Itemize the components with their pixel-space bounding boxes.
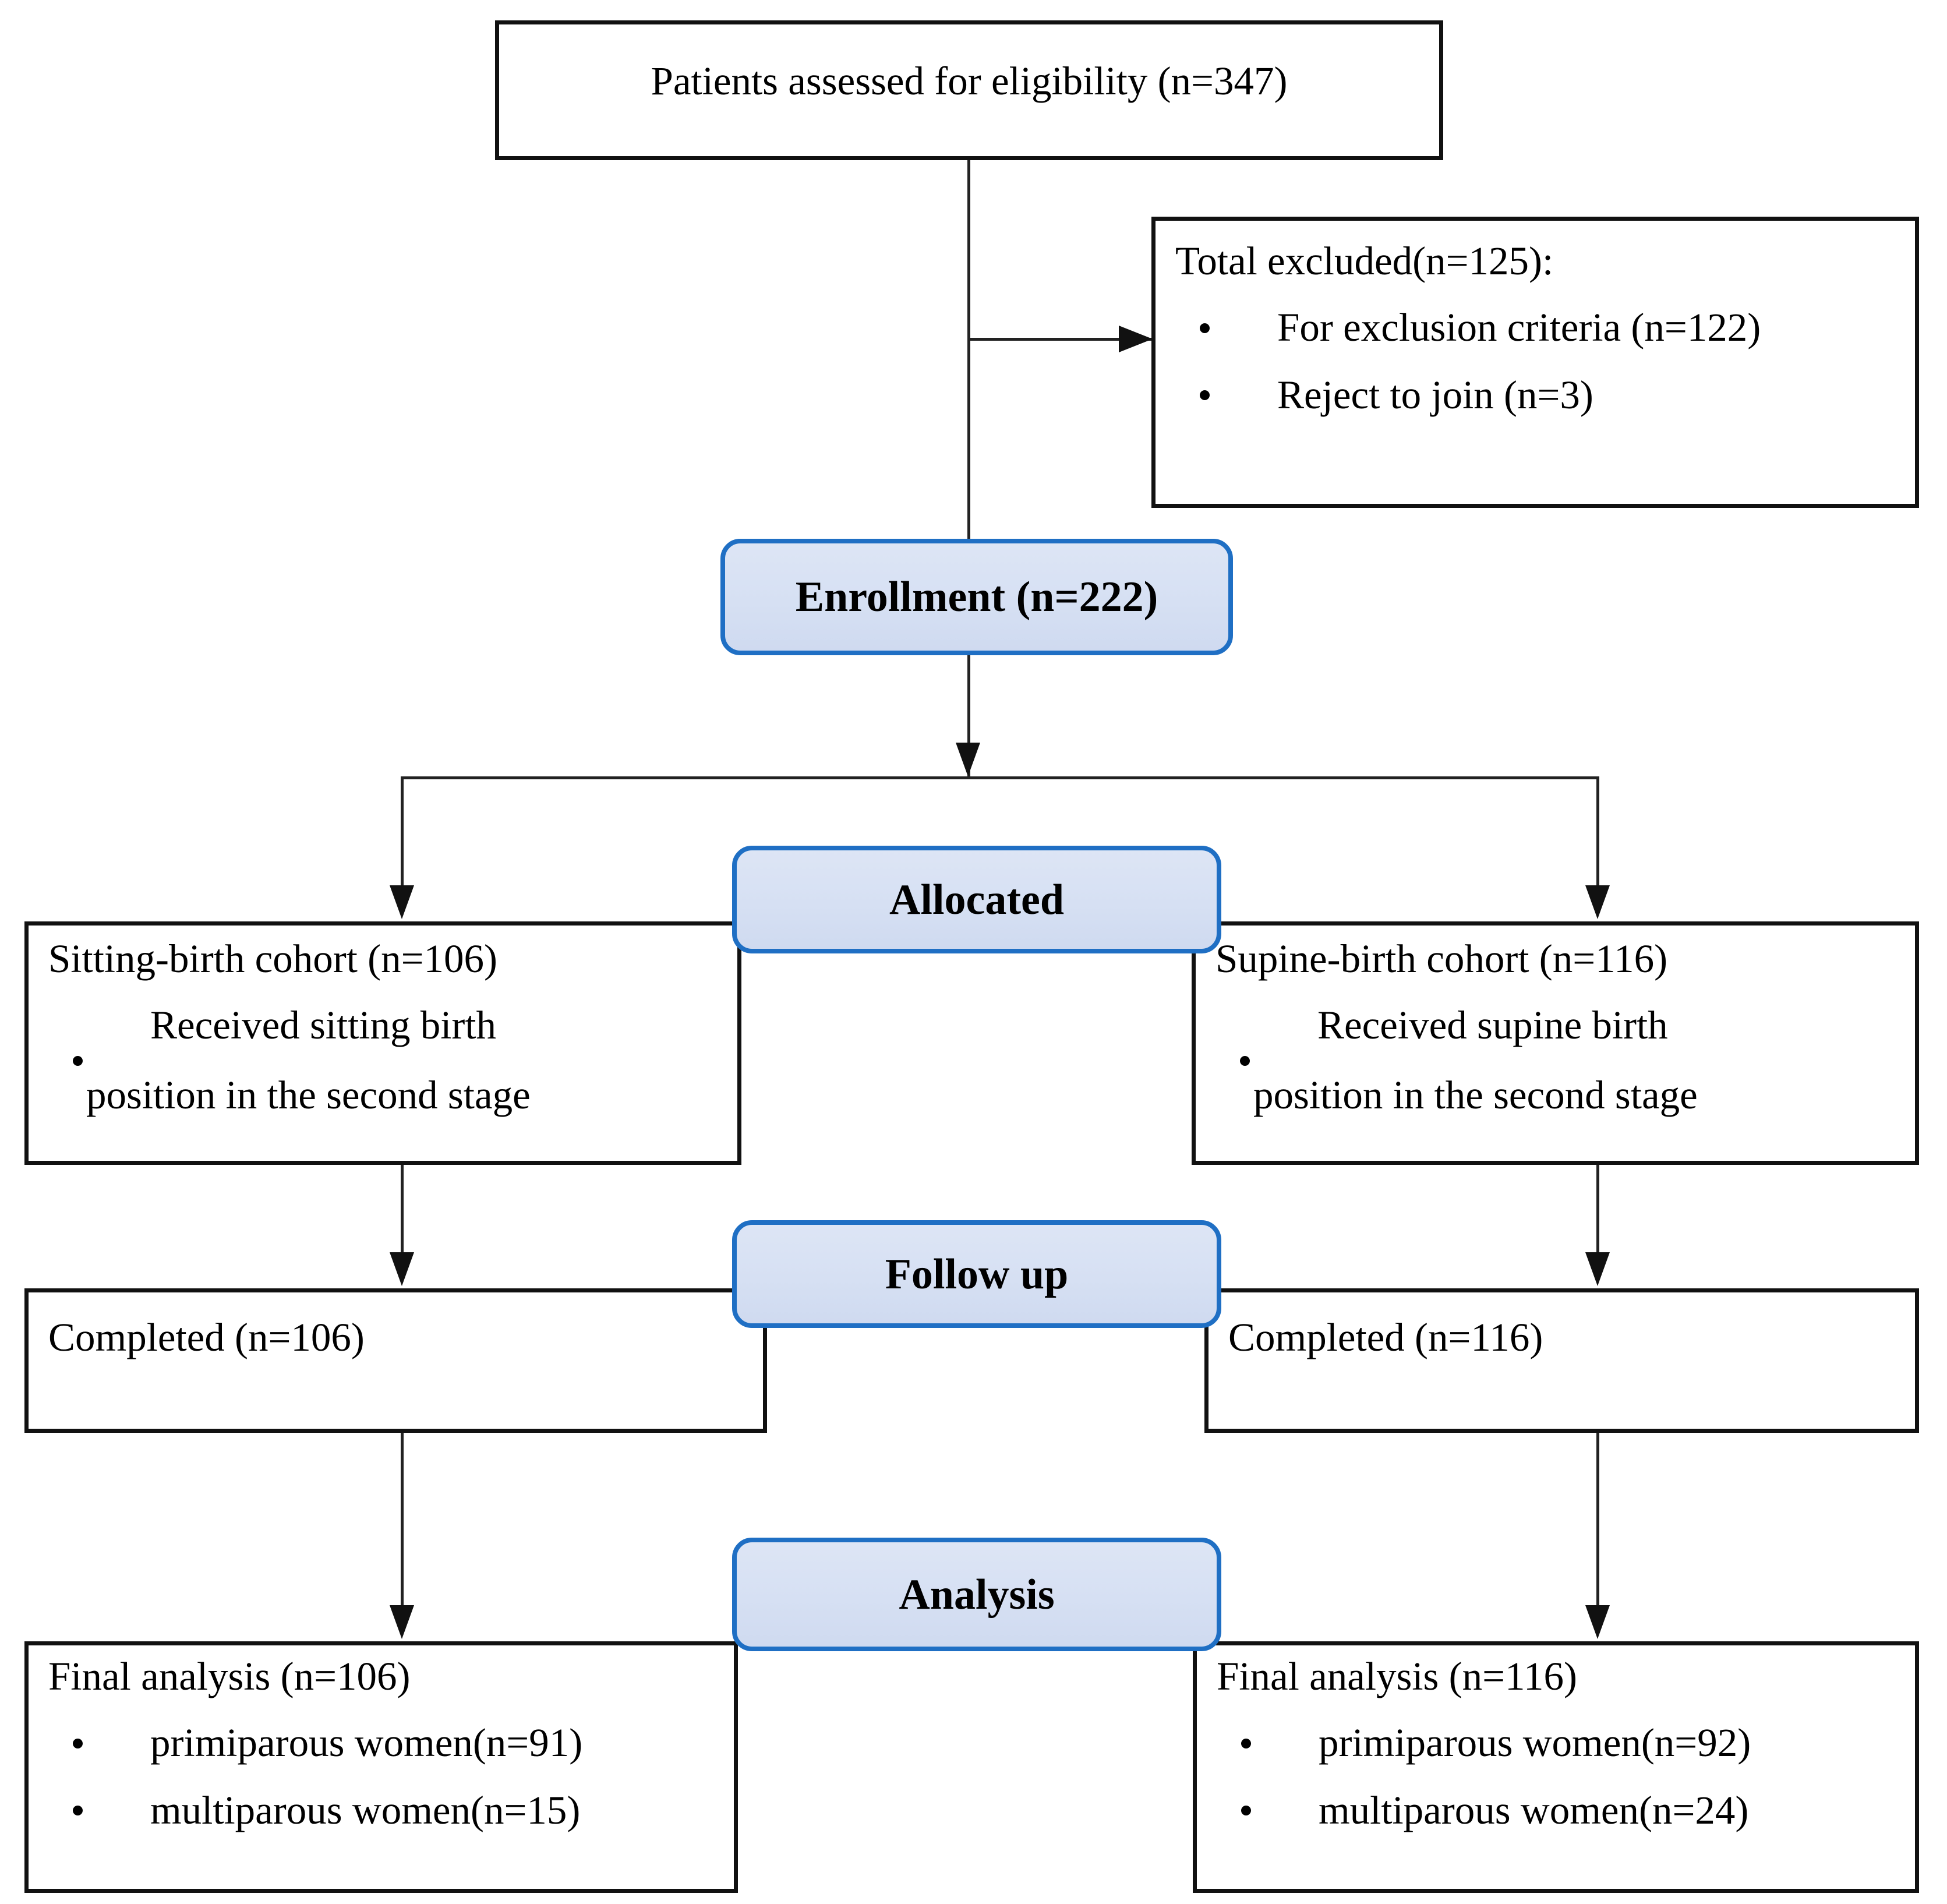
excluded-item-0: For exclusion criteria (n=122) — [1277, 305, 1761, 349]
node-final-analysis-sitting: Final analysis (n=106) primiparous women… — [24, 1641, 738, 1893]
list-item: primiparous women(n=91) — [48, 1717, 714, 1769]
arrow-split-left-icon — [390, 885, 414, 919]
total-excluded-heading: Total excluded(n=125): — [1175, 239, 1554, 283]
arrow-to-excluded-icon — [1119, 326, 1153, 352]
arrow-right-alloc-down-icon — [1585, 1252, 1610, 1286]
allocated-pill-label: Allocated — [889, 875, 1065, 924]
bullet-dot-icon — [1200, 323, 1210, 333]
node-allocated-sitting: Sitting-birth cohort (n=106) Received si… — [24, 921, 741, 1165]
connector-enrollment-stem — [967, 655, 970, 778]
excluded-item-1: Reject to join (n=3) — [1277, 372, 1593, 417]
connector-split-left-drop — [401, 776, 404, 887]
analysis-right-list: primiparous women(n=92) multiparous wome… — [1217, 1717, 1895, 1836]
connector-left-alloc-to-completed — [401, 1165, 404, 1255]
allocated-right-bullet-line2: position in the second stage — [1253, 1072, 1698, 1117]
allocated-right-bullet-line1: Received supine birth — [1317, 1002, 1668, 1047]
node-final-analysis-supine: Final analysis (n=116) primiparous women… — [1193, 1641, 1919, 1893]
analysis-pill-label: Analysis — [899, 1570, 1055, 1619]
bullet-dot-icon — [73, 1806, 83, 1816]
stage-pill-enrollment: Enrollment (n=222) — [720, 539, 1233, 655]
completed-right-text: Completed (n=116) — [1228, 1315, 1543, 1359]
allocated-left-list: Received sitting birth position in the s… — [48, 999, 718, 1121]
bullet-dot-icon — [1200, 390, 1210, 401]
list-item: Received sitting birth position in the s… — [48, 999, 718, 1121]
node-patients-assessed: Patients assessed for eligibility (n=347… — [495, 20, 1443, 160]
allocated-left-heading: Sitting-birth cohort (n=106) — [48, 937, 497, 981]
connector-split-bar — [401, 776, 1599, 779]
analysis-left-item-0: primiparous women(n=91) — [150, 1720, 583, 1765]
stage-pill-allocated: Allocated — [732, 846, 1221, 953]
list-item: Received supine birth position in the se… — [1215, 999, 1895, 1121]
list-item: Reject to join (n=3) — [1175, 369, 1895, 422]
node-total-excluded: Total excluded(n=125): For exclusion cri… — [1151, 217, 1919, 508]
arrow-left-alloc-down-icon — [390, 1252, 414, 1286]
list-item: primiparous women(n=92) — [1217, 1717, 1895, 1769]
arrow-left-analysis-down-icon — [390, 1605, 414, 1639]
arrow-split-right-icon — [1585, 885, 1610, 919]
bullet-dot-icon — [1241, 1806, 1251, 1816]
node-allocated-supine: Supine-birth cohort (n=116) Received sup… — [1192, 921, 1919, 1165]
arrow-right-analysis-down-icon — [1585, 1605, 1610, 1639]
enrollment-pill-label: Enrollment (n=222) — [795, 573, 1158, 621]
allocated-right-list: Received supine birth position in the se… — [1215, 999, 1895, 1121]
allocated-right-heading: Supine-birth cohort (n=116) — [1215, 937, 1668, 981]
patients-assessed-text: Patients assessed for eligibility (n=347… — [651, 59, 1288, 103]
followup-pill-label: Follow up — [885, 1250, 1069, 1298]
arrow-enrollment-down-icon — [956, 743, 980, 776]
analysis-left-heading: Final analysis (n=106) — [48, 1654, 411, 1698]
list-item: multiparous women(n=15) — [48, 1785, 714, 1837]
connector-right-alloc-to-completed — [1596, 1165, 1599, 1255]
analysis-left-item-1: multiparous women(n=15) — [150, 1788, 581, 1832]
connector-to-excluded — [967, 338, 1154, 341]
total-excluded-list: For exclusion criteria (n=122) Reject to… — [1175, 302, 1895, 421]
allocated-left-bullet-line1: Received sitting birth — [150, 1002, 497, 1047]
connector-right-completed-to-analysis — [1596, 1433, 1599, 1608]
allocated-left-bullet-line2: position in the second stage — [86, 1072, 531, 1117]
analysis-right-item-1: multiparous women(n=24) — [1319, 1788, 1749, 1832]
list-item: For exclusion criteria (n=122) — [1175, 302, 1895, 354]
node-completed-sitting: Completed (n=106) — [24, 1288, 767, 1433]
bullet-dot-icon — [73, 1055, 83, 1066]
stage-pill-followup: Follow up — [732, 1220, 1221, 1328]
node-completed-supine: Completed (n=116) — [1204, 1288, 1919, 1433]
analysis-right-heading: Final analysis (n=116) — [1217, 1654, 1577, 1698]
connector-left-completed-to-analysis — [401, 1433, 404, 1608]
stage-pill-analysis: Analysis — [732, 1538, 1221, 1651]
list-item: multiparous women(n=24) — [1217, 1785, 1895, 1837]
bullet-dot-icon — [1241, 1738, 1251, 1748]
analysis-right-item-0: primiparous women(n=92) — [1319, 1720, 1751, 1765]
connector-split-right-drop — [1596, 776, 1599, 887]
bullet-dot-icon — [1240, 1055, 1250, 1066]
analysis-left-list: primiparous women(n=91) multiparous wome… — [48, 1717, 714, 1836]
connector-eligibility-stem — [967, 160, 970, 539]
completed-left-text: Completed (n=106) — [48, 1315, 365, 1359]
bullet-dot-icon — [73, 1738, 83, 1748]
